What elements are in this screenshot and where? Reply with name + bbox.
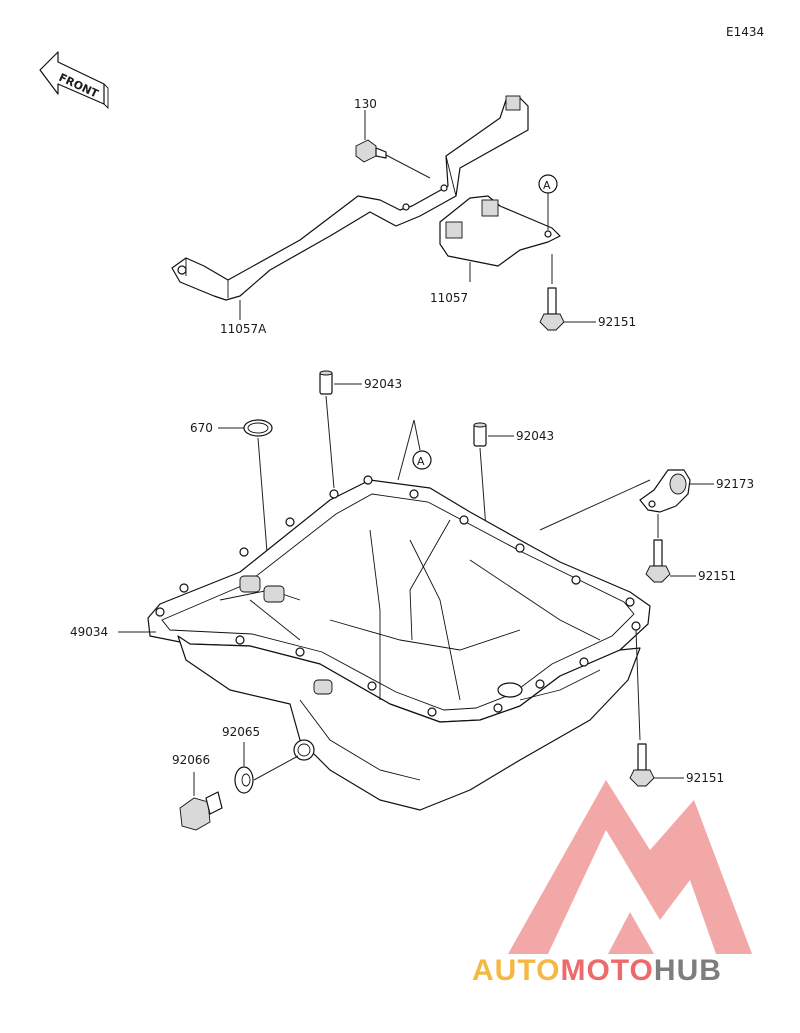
label-11057: 11057 xyxy=(430,291,468,305)
bolt-92151-low-icon xyxy=(629,743,655,787)
label-670: 670 xyxy=(190,421,213,435)
label-92173: 92173 xyxy=(716,477,754,491)
label-92151-low: 92151 xyxy=(686,771,724,785)
bolt-130-icon xyxy=(355,139,387,163)
label-130: 130 xyxy=(354,97,377,111)
dowel-92043-b-icon xyxy=(473,422,487,447)
front-arrow-icon: FRONT xyxy=(39,51,109,110)
label-49034: 49034 xyxy=(70,625,108,639)
label-92151-top: 92151 xyxy=(598,315,636,329)
oil-pan-49034 xyxy=(147,475,651,811)
label-92043-b: 92043 xyxy=(516,429,554,443)
label-11057a: 11057A xyxy=(220,322,267,336)
watermark-text: AUTOMOTOHUB xyxy=(472,954,722,987)
bolt-92151-top-icon xyxy=(539,287,565,331)
label-92043-a: 92043 xyxy=(364,377,402,391)
dowel-92043-a-icon xyxy=(319,370,333,395)
bracket-11057 xyxy=(439,195,561,267)
bolt-92151-mid-icon xyxy=(645,539,671,583)
svg-text:A: A xyxy=(543,179,551,192)
watermark-emblem xyxy=(508,780,752,954)
label-92066: 92066 xyxy=(172,753,210,767)
svg-text:A: A xyxy=(417,455,425,468)
bracket-11057a xyxy=(171,95,529,301)
ref-marker-a-top: A xyxy=(538,174,558,194)
watermark-logo-icon xyxy=(508,780,752,954)
ref-marker-a-mid: A xyxy=(412,450,432,470)
clamp-92173-icon xyxy=(639,469,691,513)
label-92151-mid: 92151 xyxy=(698,569,736,583)
drain-plug-92066-icon xyxy=(179,791,223,831)
oring-670-icon xyxy=(243,419,273,437)
washer-92065-icon xyxy=(234,766,254,794)
diagram-code: E1434 xyxy=(726,25,764,39)
label-92065: 92065 xyxy=(222,725,260,739)
